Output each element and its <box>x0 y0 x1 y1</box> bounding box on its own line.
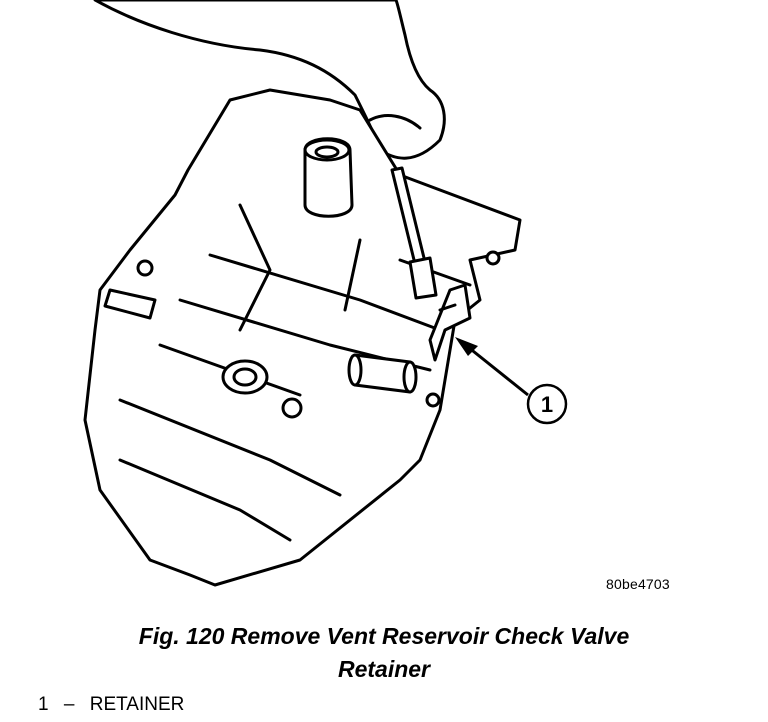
figure-id: 80be4703 <box>606 576 670 592</box>
figure-caption: Fig. 120 Remove Vent Reservoir Check Val… <box>0 620 768 686</box>
callout-number: 1 <box>541 392 553 417</box>
legend-item: 1 – RETAINER <box>38 694 184 716</box>
caption-line-2: Retainer <box>337 656 431 682</box>
mounting-hole <box>485 250 501 266</box>
valve-body-illustration: 1 <box>83 0 568 587</box>
caption-line-1: Fig. 120 Remove Vent Reservoir Check Val… <box>138 623 630 649</box>
mounting-hole <box>281 397 303 419</box>
check-valve <box>353 353 412 394</box>
callout-leader <box>455 337 529 397</box>
center-bore <box>221 359 269 395</box>
legend: 1 – RETAINER <box>38 694 184 716</box>
legend-number: 1 <box>38 694 49 715</box>
mounting-hole <box>425 392 441 408</box>
illustration-svg: 1 <box>83 0 568 587</box>
screwdriver-tip <box>408 256 438 300</box>
retainer <box>428 283 472 362</box>
left-clip <box>103 288 157 320</box>
callout-circle: 1 <box>526 383 568 425</box>
legend-dash: – <box>63 694 75 715</box>
mounting-hole <box>136 259 154 277</box>
legend-label: RETAINER <box>89 694 185 715</box>
